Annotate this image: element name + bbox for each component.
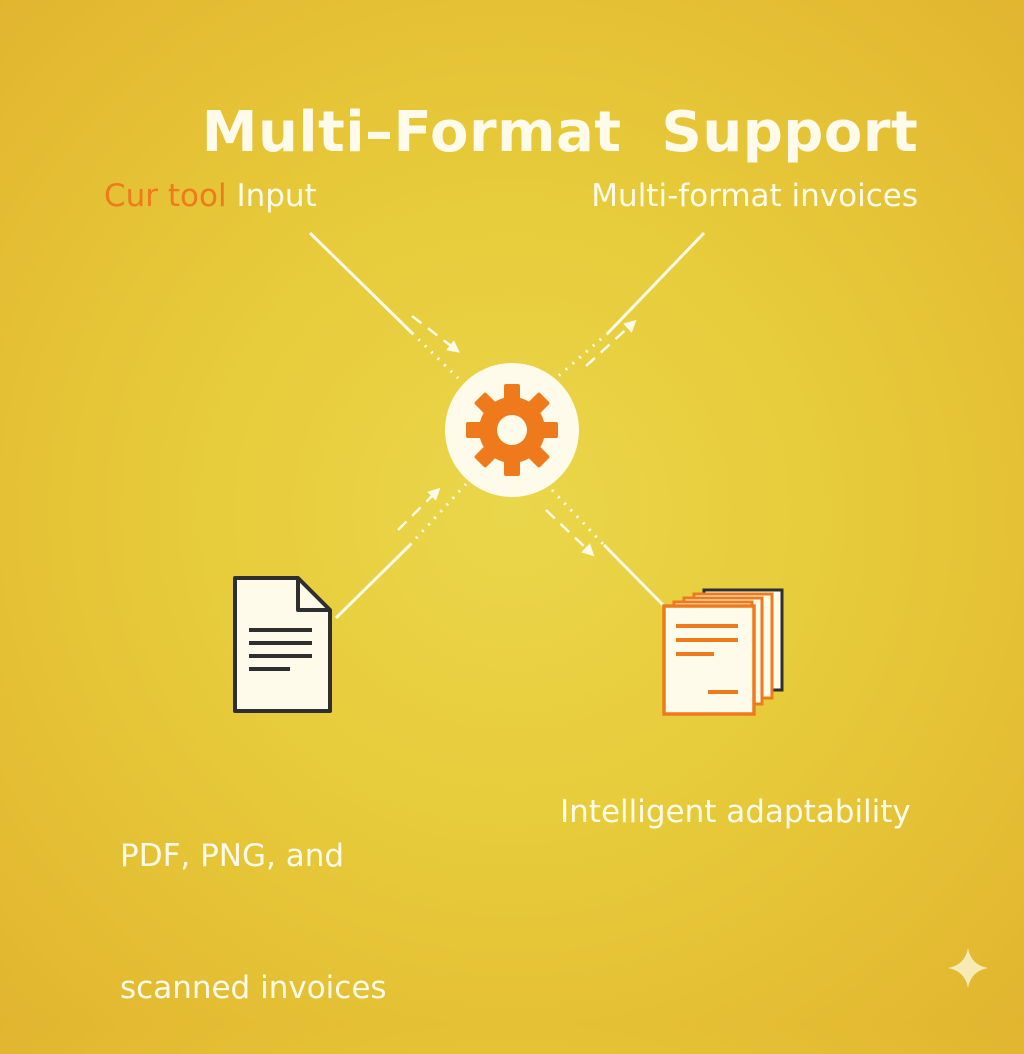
- multi-format-label: Multi-format invoices: [591, 178, 918, 214]
- connectors: [308, 231, 706, 620]
- formats-line-1: PDF, PNG, and: [120, 838, 345, 874]
- gear-icon: [466, 384, 558, 476]
- formats-label: PDF, PNG, and scanned invoices: [120, 746, 387, 1054]
- stacked-documents-icon: [662, 588, 784, 716]
- diagram-title: Multi–Format Support: [201, 100, 919, 165]
- connector-top-right: [555, 231, 706, 380]
- central-hub: [445, 363, 579, 497]
- formats-line-2: scanned invoices: [120, 970, 387, 1006]
- connector-bottom-left: [334, 482, 468, 620]
- connector-bottom-right: [545, 488, 670, 612]
- input-label: Cur tool Input: [104, 174, 317, 218]
- adaptability-label: Intelligent adaptability: [560, 794, 911, 830]
- document-icon: [233, 576, 332, 713]
- input-text: Input: [226, 178, 317, 214]
- connector-top-left: [308, 231, 460, 380]
- sparkle-icon: [948, 948, 988, 988]
- flow-diagram: [233, 231, 988, 988]
- tool-name: Cur tool: [104, 178, 227, 214]
